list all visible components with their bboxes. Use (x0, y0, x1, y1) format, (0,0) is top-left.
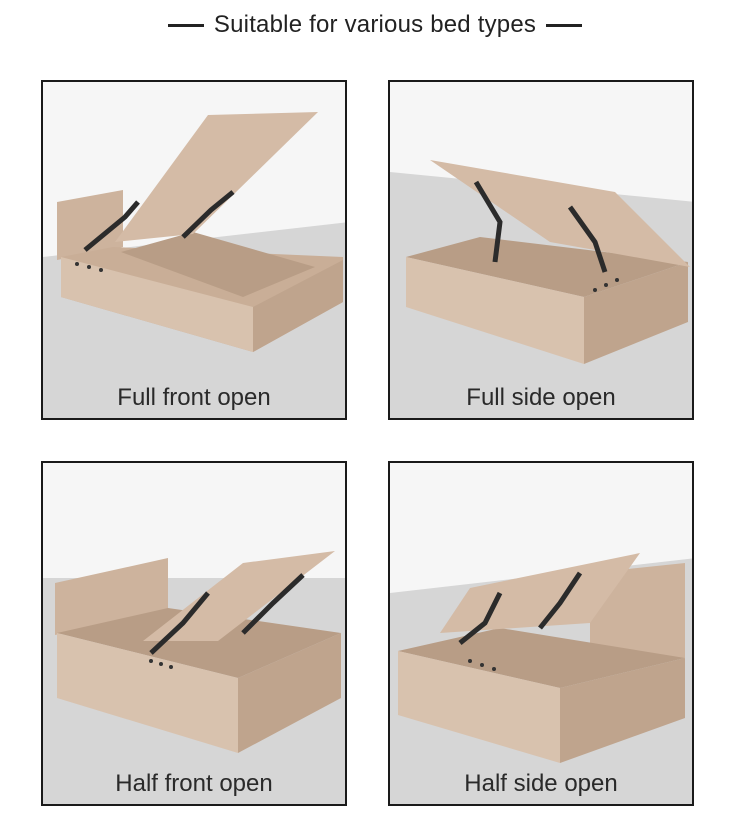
gas-lift-hinges (473, 180, 608, 273)
gas-lift-hinges (149, 573, 305, 655)
title-dash-right (546, 23, 583, 27)
bed-illustration-full-side-open (390, 160, 692, 418)
bolt-holes (75, 262, 103, 272)
bed-side-panel (238, 633, 341, 753)
bed-illustration-full-front-open (43, 112, 345, 418)
bed-type-card-full-front-open[interactable]: Full front open (41, 80, 347, 420)
bed-storage-interior (406, 237, 688, 297)
bolt-holes (149, 659, 173, 669)
bed-front-panel (398, 651, 560, 763)
bolt-holes (593, 278, 619, 292)
bed-lid (115, 112, 318, 242)
bed-lid (430, 160, 690, 267)
gas-lift-hinges (458, 571, 583, 645)
bed-type-card-half-front-open[interactable]: Half front open (41, 461, 347, 806)
hinge-right (241, 573, 305, 635)
page-header: Suitable for various bed types (0, 8, 750, 42)
bed-illustration-half-side-open (390, 553, 692, 804)
bed-type-card-full-side-open[interactable]: Full side open (388, 80, 694, 420)
hinge-left (473, 180, 503, 263)
gas-lift-hinges (83, 190, 235, 252)
bed-side-panel (584, 262, 688, 364)
title-dash-left (167, 23, 204, 27)
hinge-left (83, 200, 140, 252)
hinge-left (458, 591, 503, 645)
bed-front-panel (406, 257, 584, 364)
headboard (590, 563, 685, 673)
hinge-right (181, 190, 235, 239)
bed-front-panel (61, 257, 253, 352)
page-title: Suitable for various bed types (213, 11, 537, 38)
bolt-holes (468, 659, 496, 671)
hinge-right (538, 571, 583, 630)
bed-side-panel (253, 260, 343, 352)
bed-storage-interior (398, 628, 685, 688)
hinge-left (149, 591, 210, 655)
bed-storage-interior (57, 608, 341, 678)
bed-type-card-half-side-open[interactable]: Half side open (388, 461, 694, 806)
bed-storage-interior (121, 232, 315, 297)
bed-front-panel (57, 633, 238, 753)
caption-full-side-open: Full side open (466, 384, 616, 411)
bed-lid (143, 551, 335, 641)
caption-half-side-open: Half side open (464, 770, 618, 797)
hinge-right (567, 205, 608, 273)
bed-illustration-half-front-open (43, 551, 345, 804)
headboard (57, 190, 123, 260)
caption-half-front-open: Half front open (115, 770, 273, 797)
caption-full-front-open: Full front open (117, 384, 271, 411)
bed-side-panel (560, 658, 685, 763)
